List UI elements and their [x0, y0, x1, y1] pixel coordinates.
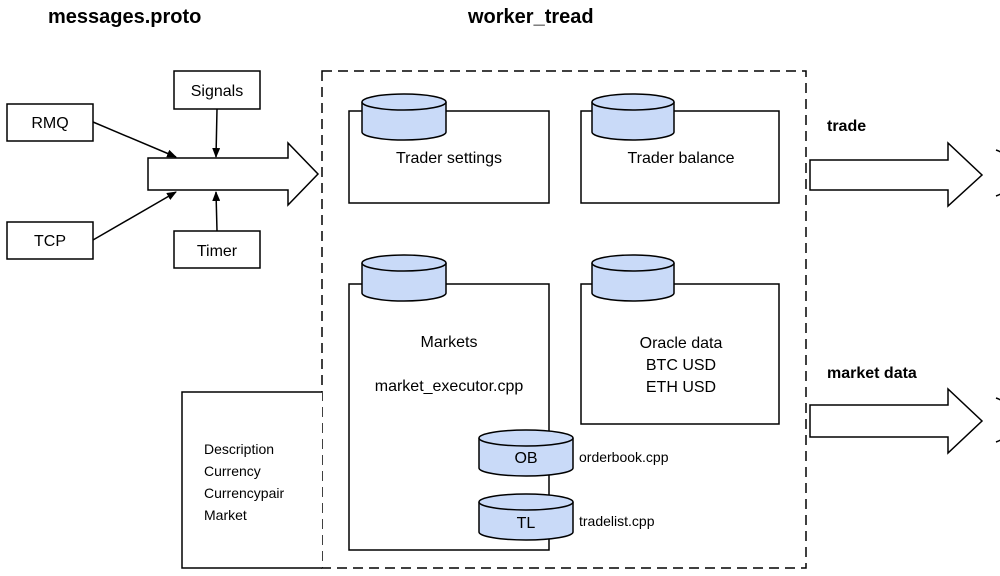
trade-output-arrow [809, 141, 984, 208]
tl-label: TL [517, 515, 536, 532]
input-arrow [147, 141, 320, 207]
title-messages-proto: messages.proto [48, 6, 201, 28]
market-executor-label: market_executor.cpp [375, 378, 524, 395]
tcp-box: TCP [6, 221, 94, 260]
tcp-label: TCP [34, 233, 66, 250]
timer-label: Timer [197, 243, 238, 260]
orderbook-cylinder: OB [478, 429, 574, 477]
timer-box: Timer [173, 230, 261, 269]
markets-label: Markets [421, 334, 478, 351]
description-line: Description [204, 441, 274, 457]
orderbook-file-label: orderbook.cpp [579, 449, 669, 465]
tcp-connector [92, 191, 177, 241]
tradelist-cylinder: TL [478, 493, 574, 541]
title-worker-tread: worker_tread [467, 6, 594, 28]
market-data-output-label: market data [827, 365, 917, 382]
currencypair-line: Currencypair [204, 485, 284, 501]
timer-connector [212, 191, 221, 232]
markets-box: Markets market_executor.cpp [348, 254, 550, 551]
trader-settings-label: Trader settings [396, 150, 502, 167]
description-box: Description Currency Currencypair Market [181, 391, 322, 569]
rmq-connector [92, 121, 177, 158]
signals-connector [212, 108, 221, 158]
ob-label: OB [514, 450, 537, 467]
oracle-eth-label: ETH USD [646, 379, 716, 396]
trader-balance-box: Trader balance [580, 93, 780, 204]
trade-next-arrow-edge [995, 149, 1000, 197]
worker-thread-container [321, 70, 807, 569]
rmq-label: RMQ [31, 115, 68, 132]
oracle-data-box: Oracle data BTC USD ETH USD [580, 254, 780, 425]
market-data-next-arrow-edge [995, 397, 1000, 443]
database-icon [591, 93, 675, 141]
description-box-border [181, 391, 322, 569]
signals-box: Signals [173, 70, 261, 110]
oracle-title-label: Oracle data [640, 335, 723, 352]
market-line: Market [204, 507, 247, 523]
signals-label: Signals [191, 83, 243, 100]
tradelist-file-label: tradelist.cpp [579, 513, 655, 529]
database-icon [591, 254, 675, 302]
market-data-output-arrow [809, 387, 984, 455]
oracle-btc-label: BTC USD [646, 357, 716, 374]
currency-line: Currency [204, 463, 261, 479]
rmq-box: RMQ [6, 103, 94, 142]
database-icon [361, 254, 447, 302]
database-icon [361, 93, 447, 141]
trader-balance-label: Trader balance [627, 150, 734, 167]
trader-settings-box: Trader settings [348, 93, 550, 204]
trade-output-label: trade [827, 118, 866, 135]
